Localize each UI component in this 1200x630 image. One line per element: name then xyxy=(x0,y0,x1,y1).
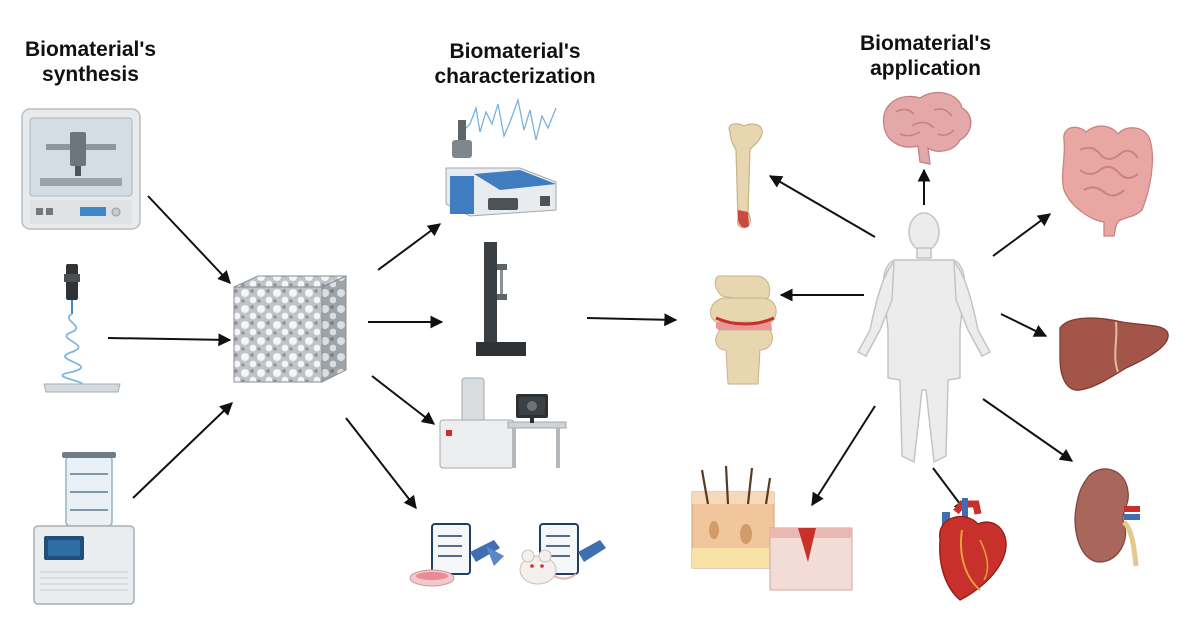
arrow-characterization-to-application xyxy=(586,313,678,327)
application-heading: Biomaterial's application xyxy=(859,32,992,80)
arrow-scaffold-to-tests xyxy=(345,417,417,510)
heart-icon xyxy=(939,498,1007,601)
spectrum-trace xyxy=(461,97,557,141)
electron-microscope-icon xyxy=(439,377,567,469)
characterization-heading: Biomaterial's characterization xyxy=(434,40,596,88)
arrow-body-to-liver xyxy=(1000,313,1048,337)
3d-printer-icon xyxy=(21,108,141,230)
synthesis-heading: Biomaterial's synthesis xyxy=(24,38,157,86)
in-vitro-in-vivo-test-icon xyxy=(409,523,606,587)
arrow-scaffold-to-microscope xyxy=(371,375,436,425)
liver-icon xyxy=(1059,317,1169,391)
arrow-body-to-intestine xyxy=(992,213,1052,257)
arrow-body-to-bone xyxy=(768,175,876,238)
skin-icon xyxy=(691,465,853,591)
arrows xyxy=(107,168,1074,514)
freeze-dryer-icon xyxy=(33,452,135,605)
intestine-icon xyxy=(1061,125,1154,237)
bone-icon xyxy=(728,123,763,229)
arrow-scaffold-to-spectrometer xyxy=(377,223,442,271)
porous-scaffold-icon xyxy=(233,275,347,383)
mechanical-tester-icon xyxy=(476,242,526,356)
arrow-printer-to-scaffold xyxy=(147,195,231,284)
brain-icon xyxy=(882,91,972,165)
human-body-icon xyxy=(856,212,992,464)
electrospinning-icon xyxy=(43,264,121,393)
arrow-body-to-kidney xyxy=(982,398,1074,462)
arrow-electrospinning-to-scaffold xyxy=(107,333,232,347)
knee-joint-icon xyxy=(709,275,777,385)
kidney-icon xyxy=(1074,468,1140,567)
mouse-body xyxy=(519,555,557,585)
spectrometer-icon xyxy=(445,97,557,217)
arrow-body-to-skin xyxy=(811,405,876,507)
arrow-freezedryer-to-scaffold xyxy=(132,402,233,499)
